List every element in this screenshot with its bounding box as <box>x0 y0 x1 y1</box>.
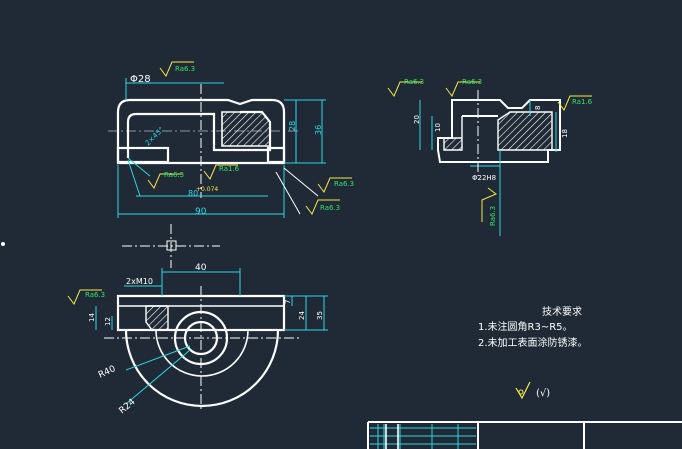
roughness-symbol-front-top: Ra6.3 <box>159 61 195 77</box>
roughness-symbol-front-inner: Ra6.3 <box>147 171 184 189</box>
roughness-label: Ra6.3 <box>334 180 354 188</box>
title-block <box>367 421 682 449</box>
roughness-label: Ra6.3 <box>85 291 105 299</box>
dim-12: 12 <box>104 317 112 326</box>
general-roughness-symbol: (√) <box>515 381 550 400</box>
dim-7: 7 <box>284 300 292 304</box>
front-section-view <box>116 98 286 165</box>
roughness-label: Ra6.3 <box>404 78 424 86</box>
title-block-inner <box>385 424 399 449</box>
notes-line-1: 1.未注圆角R3~R5。 <box>478 320 573 333</box>
edge-dot <box>1 242 5 246</box>
dim-2x45: 2×45° <box>144 126 166 148</box>
dim-35: 35 <box>316 311 324 320</box>
dim-40: 40 <box>195 263 207 273</box>
top-view-half-round <box>124 329 280 408</box>
tapped-hole-hatch <box>145 305 169 331</box>
roughness-symbol-front-right2: Ra6.3 <box>275 171 340 215</box>
roughness-symbol-side-1: Ra6.3 <box>387 78 424 97</box>
dim-10: 10 <box>434 123 442 132</box>
side-section-view <box>437 99 561 163</box>
dim-8: 8 <box>534 106 542 110</box>
notes-line-2: 2.未加工表面涂防锈漆。 <box>478 336 588 349</box>
roughness-symbol-front-right1: Ra6.3 <box>283 167 354 197</box>
front-centerlines <box>108 84 298 198</box>
roughness-label: Ra6.3 <box>164 171 184 179</box>
dim-36: 36 <box>314 125 323 135</box>
top-view-inner-arc <box>155 329 249 377</box>
roughness-label: Ra6.3 <box>462 78 482 86</box>
roughness-label: Ra6.3 <box>320 204 340 212</box>
general-roughness-label: (√) <box>536 388 550 399</box>
roughness-symbol-top-view: Ra6.3 <box>67 289 105 305</box>
roughness-symbol-side-2: Ra6.3 <box>445 78 482 97</box>
dim-18: 18 <box>561 129 569 138</box>
dim-90: 90 <box>195 207 207 217</box>
roughness-label: Ra1.6 <box>219 165 240 173</box>
front-dimension-lines <box>117 78 326 218</box>
notes-title: 技术要求 <box>542 305 582 318</box>
front-bottom-right-flange <box>266 146 286 164</box>
dim-20: 20 <box>413 115 421 124</box>
dim-80: 80 <box>188 189 198 198</box>
roughness-symbol-side-3: Ra1.6 <box>557 95 593 111</box>
top-view-dimension-lines <box>95 268 328 405</box>
dim-r40: R40 <box>97 364 118 381</box>
side-dimension-lines <box>419 100 557 236</box>
title-block-grid <box>370 424 476 449</box>
roughness-label: Ra1.6 <box>572 98 593 106</box>
front-hatch-region <box>221 111 271 147</box>
roughness-label: Ra6.3 <box>489 206 497 226</box>
dim-0074: +0.074 <box>196 186 218 193</box>
front-bottom-left-flange <box>116 146 170 164</box>
roughness-symbol-front-bore: Ra1.6 <box>203 164 240 180</box>
side-hatch-region <box>443 116 463 151</box>
dim-24: 24 <box>298 311 306 320</box>
dim-phi22: Φ22H8 <box>472 174 496 182</box>
roughness-label: Ra6.3 <box>175 65 195 73</box>
front-outer-contour <box>116 98 286 165</box>
center-cross-mark <box>122 224 220 268</box>
top-view-centerlines <box>104 286 300 410</box>
dim-phi28: Φ28 <box>130 74 151 85</box>
dim-r24: R24 <box>118 397 138 416</box>
roughness-symbol-side-vertical: Ra6.3 <box>481 187 497 226</box>
side-hatch-right <box>497 111 553 151</box>
dim-28: 28 <box>288 121 297 131</box>
dim-tap-2xm10: 2xM10 <box>126 277 153 286</box>
dim-14: 14 <box>88 313 96 322</box>
